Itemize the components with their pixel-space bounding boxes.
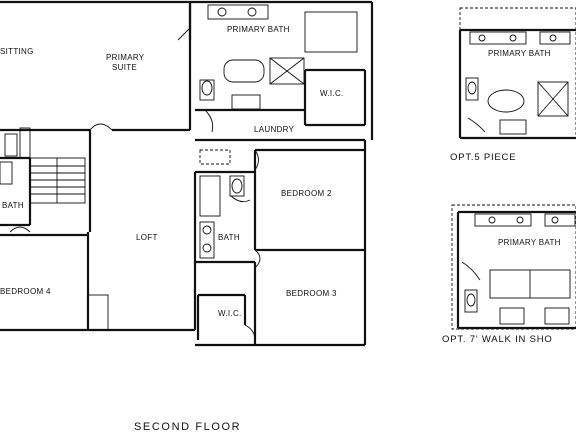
opt5-caption: OPT.5 PIECE <box>450 152 516 163</box>
room-label-laundry: LAUNDRY <box>254 125 295 134</box>
room-label-bedroom-3: BEDROOM 3 <box>286 289 337 298</box>
room-label-bedroom-2: BEDROOM 2 <box>281 189 332 198</box>
main-plan <box>0 0 374 347</box>
room-label-bath-left: BATH <box>2 201 24 210</box>
room-label-bedroom-4: BEDROOM 4 <box>0 287 51 296</box>
opt-5-piece-plan <box>458 7 576 140</box>
opt7-room-label: PRIMARY BATH <box>498 238 561 247</box>
room-label-loft: LOFT <box>136 233 158 242</box>
room-label-wic-primary: W.I.C. <box>320 89 344 98</box>
room-label-primary-suite-line1: PRIMARY <box>106 53 145 62</box>
opt-7-walk-in-shower-plan <box>451 204 576 330</box>
opt5-room-label: PRIMARY BATH <box>488 49 551 58</box>
opt7-caption: OPT. 7' WALK IN SHO <box>442 334 553 345</box>
floor-title: SECOND FLOOR <box>134 421 241 432</box>
room-label-primary-suite-line2: SUITE <box>112 63 137 72</box>
room-label-wic-bed3: W.I.C. <box>218 309 242 318</box>
room-label-sitting: SITTING <box>0 47 34 56</box>
room-label-primary-bath: PRIMARY BATH <box>227 25 290 34</box>
room-label-bath-hall: BATH <box>218 233 240 242</box>
